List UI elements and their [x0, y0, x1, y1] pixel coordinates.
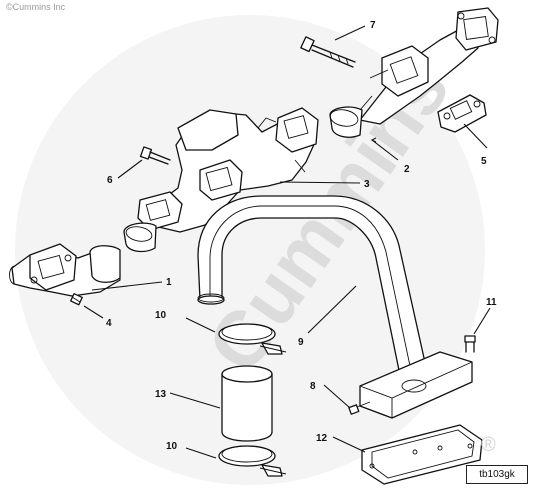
part-2-rear-manifold	[329, 7, 499, 138]
part-12-gasket	[361, 424, 483, 485]
callout-7: 7	[370, 20, 376, 31]
part-13-sleeve	[221, 365, 273, 442]
part-8-screw	[348, 401, 371, 415]
part-6-bolt	[139, 146, 171, 165]
callout-3: 3	[364, 179, 370, 190]
part-9-crossover-tube	[197, 195, 431, 386]
registered-mark: ®	[481, 434, 496, 456]
callout-5: 5	[481, 156, 487, 167]
part-4-plug	[70, 293, 83, 306]
callout-1: 1	[166, 277, 172, 288]
callout-8: 8	[310, 381, 316, 392]
callout-2: 2	[404, 164, 410, 175]
leader-lines	[83, 25, 491, 459]
part-1-front-manifold	[9, 243, 121, 297]
copyright-text: ©Cummins Inc	[6, 2, 66, 12]
callout-13: 13	[155, 389, 167, 400]
callout-6: 6	[107, 175, 113, 186]
part-5-gasket	[437, 94, 487, 133]
callout-labels: 7 2 5 3 6 1 4 10 9 13 10 8 11 12 ®	[106, 20, 497, 456]
part-11-bolt	[464, 335, 476, 353]
callout-9: 9	[298, 337, 304, 348]
part-10-clamp-upper	[218, 323, 287, 355]
callout-12: 12	[316, 433, 328, 444]
callout-10-upper: 10	[155, 310, 167, 321]
part-7-bolt	[300, 36, 356, 68]
callout-11: 11	[486, 297, 497, 308]
part-10-clamp-lower	[218, 445, 287, 477]
callout-4: 4	[106, 318, 112, 329]
callout-10-lower: 10	[166, 441, 178, 452]
drawing-id-label: tb103gk	[466, 465, 528, 484]
